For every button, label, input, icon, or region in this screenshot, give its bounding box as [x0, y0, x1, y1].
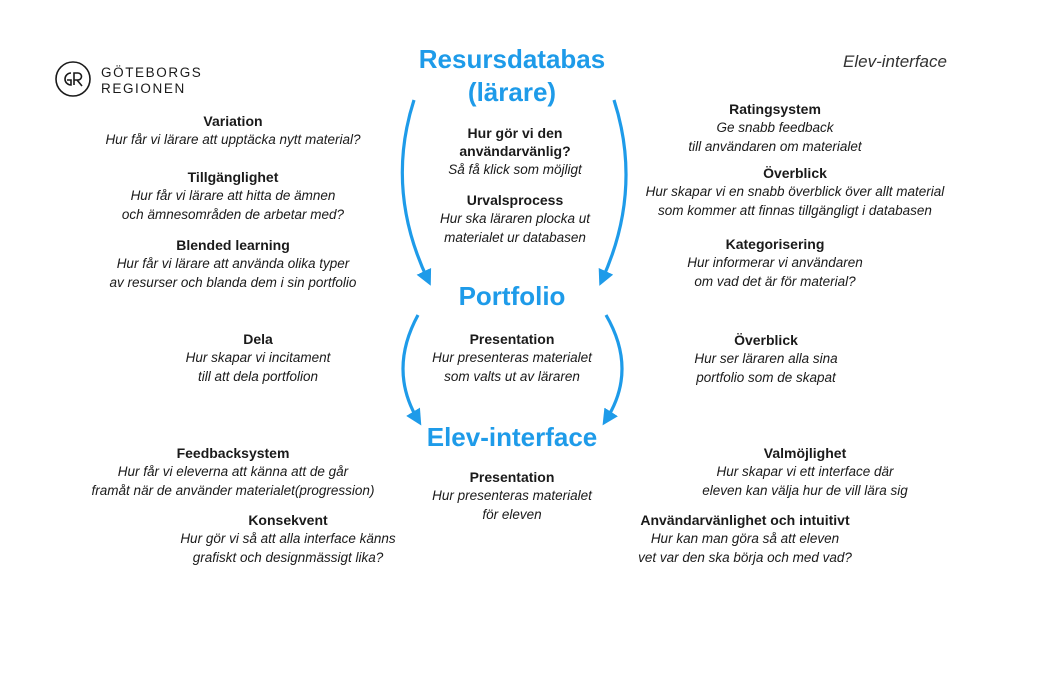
block-heading: Hur gör vi den användarvänlig? [459, 125, 571, 159]
block-heading: Tillgänglighet [187, 169, 279, 185]
block-variation: Variation Hur får vi lärare att upptäcka… [60, 112, 406, 149]
block-text: Hur ska läraren plocka ut materialet ur … [439, 211, 591, 245]
block-kategorisering: Kategorisering Hur informerar vi använda… [610, 235, 940, 291]
block-heading: Blended learning [176, 237, 290, 253]
block-ratingsystem: Ratingsystem Ge snabb feedback till anvä… [610, 100, 940, 156]
block-heading: Konsekvent [248, 512, 328, 528]
block-text: Hur får vi lärare att upptäcka nytt mate… [105, 132, 361, 147]
block-presentation-portfolio: Presentation Hur presenteras materialet … [398, 330, 626, 386]
block-heading: Kategorisering [725, 236, 825, 252]
block-heading: Feedbacksystem [176, 445, 290, 461]
block-text: Hur får vi lärare att hitta de ämnen och… [121, 188, 345, 222]
block-heading: Presentation [469, 469, 555, 485]
block-konsekvent: Konsekvent Hur gör vi så att alla interf… [128, 511, 448, 567]
block-heading: Användarvänlighet och intuitivt [640, 512, 850, 528]
block-tillganglighet: Tillgänglighet Hur får vi lärare att hit… [60, 168, 406, 224]
block-feedbacksystem: Feedbacksystem Hur får vi eleverna att k… [58, 444, 408, 500]
arrow-portfolio-to-elev-left [401, 314, 422, 426]
gr-logo-icon [55, 61, 91, 97]
block-heading: Presentation [469, 331, 555, 347]
arrow-db-to-portfolio-left [400, 99, 432, 286]
block-heading: Urvalsprocess [466, 192, 564, 208]
block-urvalsprocess: Urvalsprocess Hur ska läraren plocka ut … [405, 191, 625, 247]
arrow-db-to-portfolio-right [598, 99, 628, 286]
block-anvandarvanlig: Hur gör vi den användarvänlig? Så få kli… [405, 124, 625, 179]
block-dela: Dela Hur skapar vi incitament till att d… [140, 330, 376, 386]
logo: GÖTEBORGS REGIONEN [54, 58, 201, 98]
block-presentation-elev: Presentation Hur presenteras materialet … [408, 468, 616, 524]
block-text: Hur informerar vi användaren om vad det … [687, 255, 863, 289]
block-text: Ge snabb feedback till användaren om mat… [688, 120, 862, 154]
logo-wordmark: GÖTEBORGS REGIONEN [101, 65, 203, 96]
block-text: Så få klick som möjligt [448, 162, 582, 177]
block-text: Hur skapar vi incitament till att dela p… [185, 350, 331, 384]
block-heading: Överblick [763, 165, 827, 181]
block-text: Hur skapar vi ett interface där eleven k… [702, 464, 908, 498]
node-portfolio: Portfolio [458, 281, 566, 311]
block-heading: Valmöjlighet [763, 445, 847, 461]
block-heading: Dela [243, 331, 273, 347]
block-text: Hur får vi eleverna att känna att de går… [91, 464, 375, 498]
block-overblick-portfolio: Överblick Hur ser läraren alla sina port… [650, 331, 882, 387]
block-text: Hur skapar vi en snabb överblick över al… [645, 184, 945, 218]
block-text: Hur presenteras materialet för eleven [432, 488, 592, 522]
node-resursdatabas: Resursdatabas (lärare) [418, 44, 606, 107]
block-heading: Ratingsystem [729, 101, 821, 117]
arrow-portfolio-to-elev-right [602, 314, 624, 426]
node-elev-interface: Elev-interface [426, 422, 598, 452]
block-text: Hur får vi lärare att använda olika type… [109, 256, 357, 290]
block-heading: Variation [203, 113, 263, 129]
block-valmojlighet: Valmöjlighet Hur skapar vi ett interface… [655, 444, 955, 500]
block-overblick-databas: Överblick Hur skapar vi en snabb överbli… [610, 164, 980, 220]
block-text: Hur presenteras materialet som valts ut … [432, 350, 592, 384]
block-text: Hur kan man göra så att eleven vet var d… [638, 531, 852, 565]
block-text: Hur gör vi så att alla interface känns g… [180, 531, 396, 565]
header-tag: Elev-interface [843, 52, 947, 71]
block-heading: Överblick [734, 332, 798, 348]
block-text: Hur ser läraren alla sina portfolio som … [694, 351, 838, 385]
block-anvandarvanlighet-intuitivt: Användarvänlighet och intuitivt Hur kan … [600, 511, 890, 567]
block-blended-learning: Blended learning Hur får vi lärare att a… [60, 236, 406, 292]
